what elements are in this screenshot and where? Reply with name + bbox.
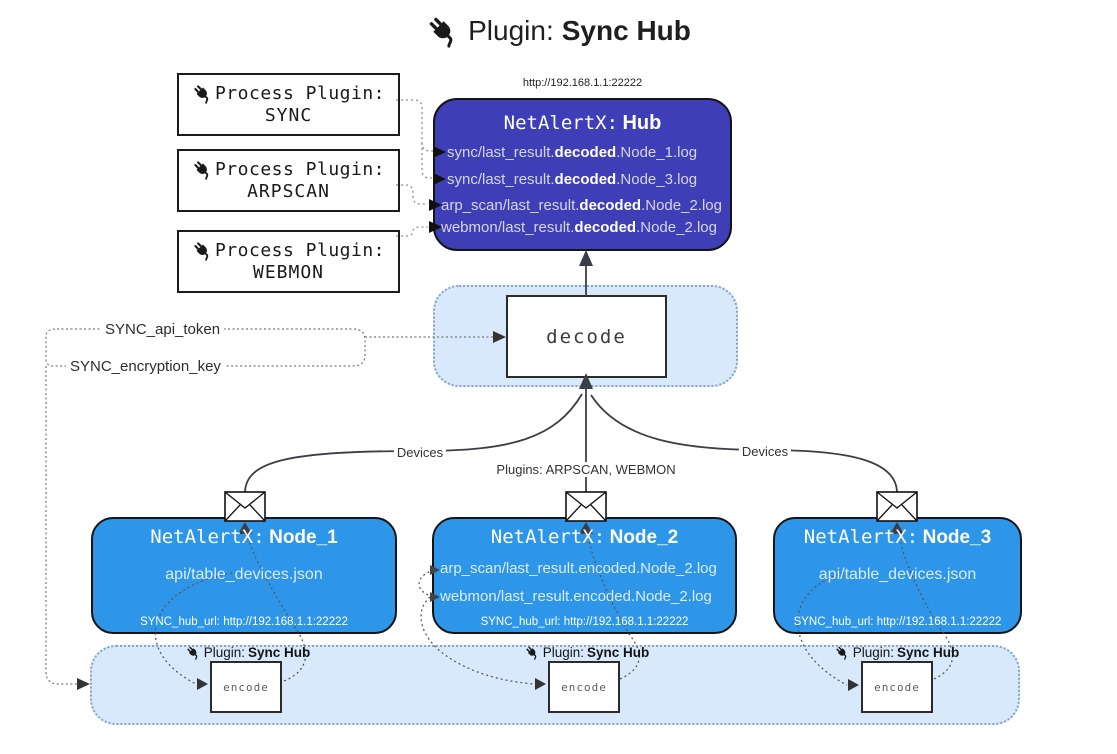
encode-box-3: encode	[861, 661, 933, 713]
hub-title: NetAlertX: Hub	[433, 112, 732, 135]
process-plugin-arpscan-box: Process Plugin: ARPSCAN	[177, 149, 400, 212]
hub-title-prefix: NetAlertX:	[503, 112, 619, 134]
node-2-title: NetAlertX: Node_2	[490, 526, 679, 548]
title-prefix: Plugin:	[468, 15, 554, 46]
process-plugin-label: Process Plugin:	[214, 240, 386, 261]
hub-log-line: arp_scan/last_result.decoded.Node_2.log	[441, 197, 722, 214]
plug-icon	[429, 17, 453, 48]
node-1-title: NetAlertX: Node_1	[150, 526, 338, 548]
hub-log-line: webmon/last_result.decoded.Node_2.log	[441, 219, 717, 236]
decode-label: decode	[546, 325, 627, 348]
encoder-1-label: Plugin:Sync Hub	[186, 645, 310, 660]
plugins-mid-label: Plugins: ARPSCAN, WEBMON	[493, 462, 679, 477]
sync-api-token-label: SYNC_api_token	[101, 321, 225, 338]
plug-icon	[836, 646, 847, 660]
title-name: Sync Hub	[561, 15, 691, 46]
node-2-hub-url: SYNC_hub_url: http://192.168.1.1:22222	[480, 616, 689, 628]
hub-log-line: sync/last_result.decoded.Node_3.log	[447, 171, 698, 188]
encoder-3-label: Plugin:Sync Hub	[835, 645, 959, 660]
encoder-2-label: Plugin:Sync Hub	[525, 645, 649, 660]
plug-icon	[194, 85, 209, 104]
page-title: Plugin: Sync Hub	[0, 14, 1117, 48]
process-plugin-label: Process Plugin:	[214, 159, 386, 180]
node-1-file: api/table_devices.json	[165, 566, 323, 583]
hub-log-line: sync/last_result.decoded.Node_1.log	[447, 144, 698, 161]
plug-icon	[194, 161, 209, 180]
process-plugin-webmon-box: Process Plugin: WEBMON	[177, 230, 400, 293]
process-plugin-name: ARPSCAN	[247, 181, 330, 202]
plug-icon	[194, 242, 209, 261]
plug-icon	[187, 646, 198, 660]
encode-box-2: encode	[548, 661, 620, 713]
node-3-file: api/table_devices.json	[818, 566, 977, 583]
process-plugin-label: Process Plugin:	[214, 83, 386, 104]
node-1-hub-url: SYNC_hub_url: http://192.168.1.1:22222	[140, 616, 348, 628]
plug-icon	[526, 646, 537, 660]
hub-title-name: Hub	[622, 112, 662, 134]
node-1-box	[91, 517, 397, 634]
process-plugin-sync-box: Process Plugin: SYNC	[177, 73, 400, 136]
process-plugin-name: SYNC	[264, 105, 313, 126]
hub-url-label: http://192.168.1.1:22222	[522, 77, 643, 89]
node-3-title: NetAlertX: Node_3	[803, 526, 992, 548]
node-2-file: webmon/last_result.encoded.Node_2.log	[440, 588, 712, 605]
hub-box	[433, 98, 732, 251]
encode-box-1: encode	[210, 661, 282, 713]
decode-box: decode	[506, 295, 667, 378]
devices-right-label: Devices	[738, 444, 792, 459]
node-3-hub-url: SYNC_hub_url: http://192.168.1.1:22222	[793, 616, 1002, 628]
sync-encryption-key-label: SYNC_encryption_key	[66, 358, 225, 375]
devices-left-label: Devices	[393, 445, 447, 460]
node-2-file: arp_scan/last_result.encoded.Node_2.log	[440, 560, 717, 577]
process-plugin-name: WEBMON	[252, 262, 325, 283]
